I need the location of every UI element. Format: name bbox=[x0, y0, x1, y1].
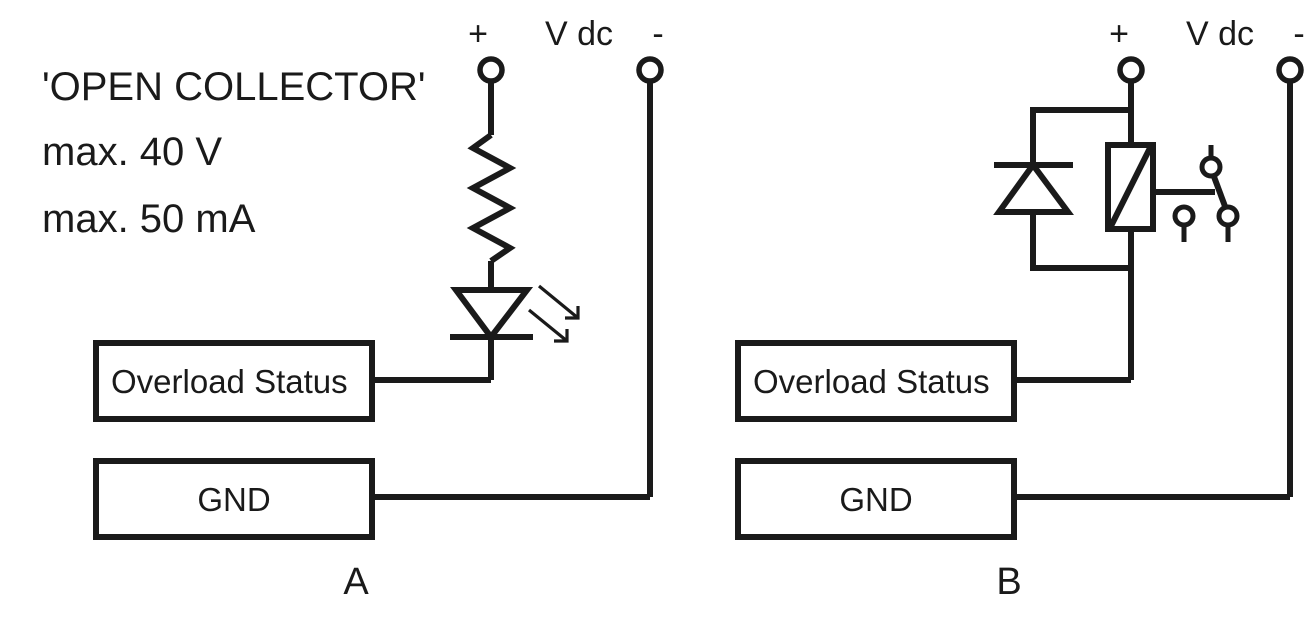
gnd-box-label-b: GND bbox=[839, 481, 912, 518]
led-triangle-a bbox=[450, 287, 534, 342]
pull-up-resistor-a bbox=[466, 132, 517, 290]
positive-terminal-a bbox=[477, 56, 505, 135]
minus-label-b: - bbox=[1293, 15, 1304, 53]
switch-nc-terminal-b bbox=[1216, 204, 1240, 228]
overload-box-label-a: Overload Status bbox=[111, 363, 348, 400]
caption-a: A bbox=[343, 561, 369, 603]
caption-b: B bbox=[996, 561, 1021, 603]
minus-label-a: - bbox=[652, 15, 663, 53]
emission-arrow-1-shaft-a bbox=[537, 284, 580, 320]
gnd-box-a: GND bbox=[93, 458, 375, 540]
spec-line-max-current: max. 50 mA bbox=[42, 197, 256, 241]
diode-triangle-b bbox=[993, 159, 1074, 215]
overload-box-label-b: Overload Status bbox=[753, 363, 990, 400]
emission-arrow-1-head-a bbox=[565, 306, 580, 320]
terminal-circle-plus-b bbox=[1117, 56, 1145, 84]
negative-terminal-b bbox=[1276, 56, 1304, 497]
led-emission-arrows-a bbox=[527, 284, 580, 343]
wire-loop-top-b bbox=[1030, 107, 1131, 165]
emission-arrow-2-head-a bbox=[554, 329, 569, 343]
freewheel-diode-branch-b bbox=[993, 107, 1131, 271]
plus-label-b: + bbox=[1109, 15, 1129, 53]
supply-labels-a: + V dc - bbox=[468, 15, 664, 53]
spec-line-open-collector: 'OPEN COLLECTOR' bbox=[42, 65, 426, 109]
switch-no-terminal-b bbox=[1172, 204, 1196, 228]
gnd-box-label-a: GND bbox=[197, 481, 270, 518]
gnd-box-rect-a bbox=[93, 458, 375, 540]
terminal-circle-minus-a bbox=[636, 56, 664, 84]
relay-coil-b bbox=[1105, 142, 1156, 232]
spec-block: 'OPEN COLLECTOR' max. 40 V max. 50 mA bbox=[42, 65, 426, 241]
relay-coil-diagonal-b bbox=[1108, 146, 1153, 228]
optocoupler-led-a bbox=[450, 284, 580, 380]
resistor-zigzag-a bbox=[466, 132, 517, 264]
terminal-circle-plus-a bbox=[477, 56, 505, 84]
wire-loop-bottom-b bbox=[1030, 212, 1131, 271]
switch-blade-b bbox=[1210, 172, 1229, 211]
plus-label-a: + bbox=[468, 15, 488, 53]
relay-contact-switch-b bbox=[1153, 145, 1240, 242]
vdc-label-b: V dc bbox=[1186, 15, 1254, 53]
diagram-b-group: + V dc - bbox=[735, 15, 1305, 603]
emission-arrow-2-shaft-a bbox=[527, 308, 569, 343]
supply-labels-b: + V dc - bbox=[1109, 15, 1305, 53]
spec-line-max-voltage: max. 40 V bbox=[42, 130, 222, 174]
switch-pivot-terminal-b bbox=[1199, 155, 1223, 179]
terminal-circle-minus-b bbox=[1276, 56, 1304, 84]
gnd-box-b: GND bbox=[735, 458, 1017, 540]
vdc-label-a: V dc bbox=[545, 15, 613, 53]
overload-box-rect-b bbox=[735, 340, 1017, 422]
overload-box-rect-a bbox=[93, 340, 375, 422]
negative-terminal-a bbox=[636, 56, 664, 497]
overload-status-box-a: Overload Status bbox=[93, 340, 375, 422]
overload-status-box-b: Overload Status bbox=[735, 340, 1017, 422]
diagram-a-group: 'OPEN COLLECTOR' max. 40 V max. 50 mA + … bbox=[42, 15, 664, 603]
